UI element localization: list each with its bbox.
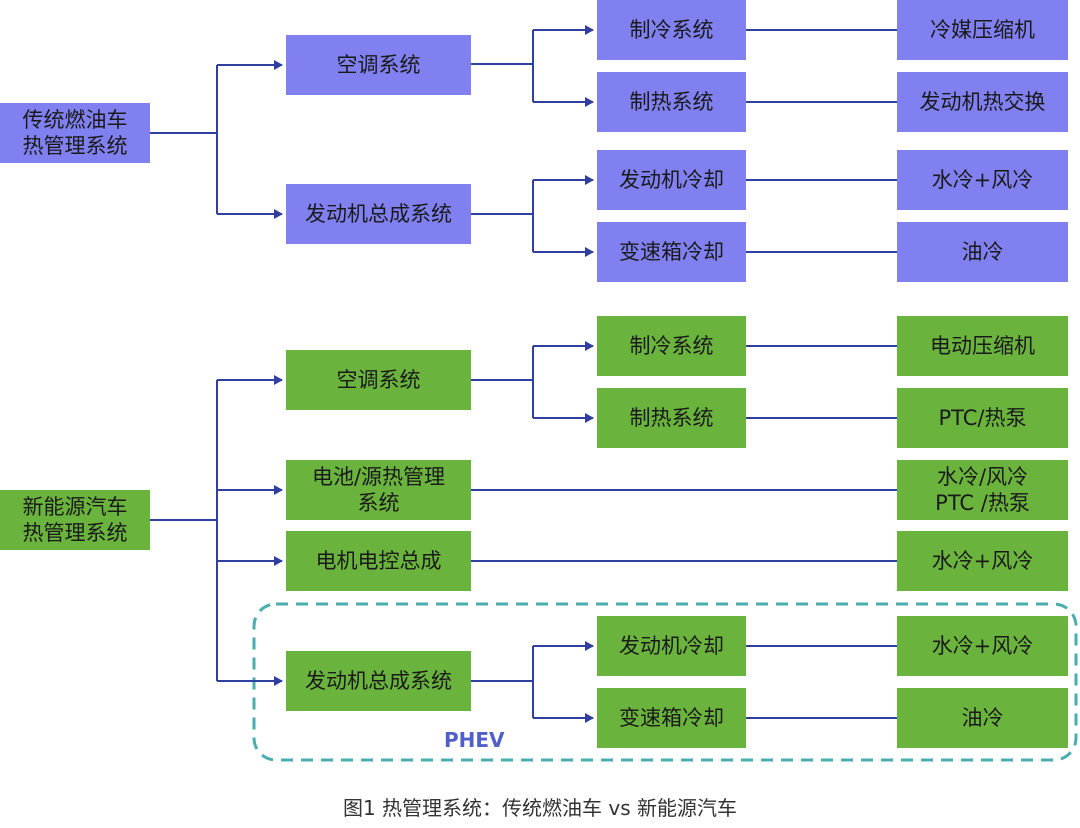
nev-gearbox-cooling-tech-node: 油冷 xyxy=(897,688,1068,748)
ice-ac-cooling-node: 制冷系统 xyxy=(597,0,746,60)
ice-gearbox-cooling-node: 变速箱冷却 xyxy=(597,222,746,282)
nev-ac-system-node: 空调系统 xyxy=(286,350,471,410)
ice-cooling-tech-node: 冷媒压缩机 xyxy=(897,0,1068,60)
ice-engine-cooling-node: 发动机冷却 xyxy=(597,150,746,210)
nev-motor-control-node: 电机电控总成 xyxy=(286,531,471,591)
nev-battery-thermal-node: 电池/源热管理 系统 xyxy=(286,460,471,520)
nev-motor-tech-node: 水冷+风冷 xyxy=(897,531,1068,591)
figure-caption: 图1 热管理系统：传统燃油车 vs 新能源汽车 xyxy=(342,796,738,820)
nev-engine-cooling-tech-node: 水冷+风冷 xyxy=(897,616,1068,676)
ice-engine-system-node: 发动机总成系统 xyxy=(286,184,471,244)
nev-engine-cooling-node: 发动机冷却 xyxy=(597,616,746,676)
ice-ac-heating-node: 制热系统 xyxy=(597,72,746,132)
ice-ac-system-node: 空调系统 xyxy=(286,35,471,95)
nev-gearbox-cooling-node: 变速箱冷却 xyxy=(597,688,746,748)
ice-heating-tech-node: 发动机热交换 xyxy=(897,72,1068,132)
nev-ac-heating-node: 制热系统 xyxy=(597,388,746,448)
nev-engine-system-node: 发动机总成系统 xyxy=(286,651,471,711)
nev-root-node: 新能源汽车 热管理系统 xyxy=(0,490,150,550)
nev-ac-cooling-node: 制冷系统 xyxy=(597,316,746,376)
nev-battery-tech-node: 水冷/风冷 PTC /热泵 xyxy=(897,460,1068,520)
ice-engine-cooling-tech-node: 水冷+风冷 xyxy=(897,150,1068,210)
ice-gearbox-cooling-tech-node: 油冷 xyxy=(897,222,1068,282)
phev-label: PHEV xyxy=(444,728,505,752)
nev-cooling-tech-node: 电动压缩机 xyxy=(897,316,1068,376)
ice-root-node: 传统燃油车 热管理系统 xyxy=(0,103,150,163)
nev-heating-tech-node: PTC/热泵 xyxy=(897,388,1068,448)
